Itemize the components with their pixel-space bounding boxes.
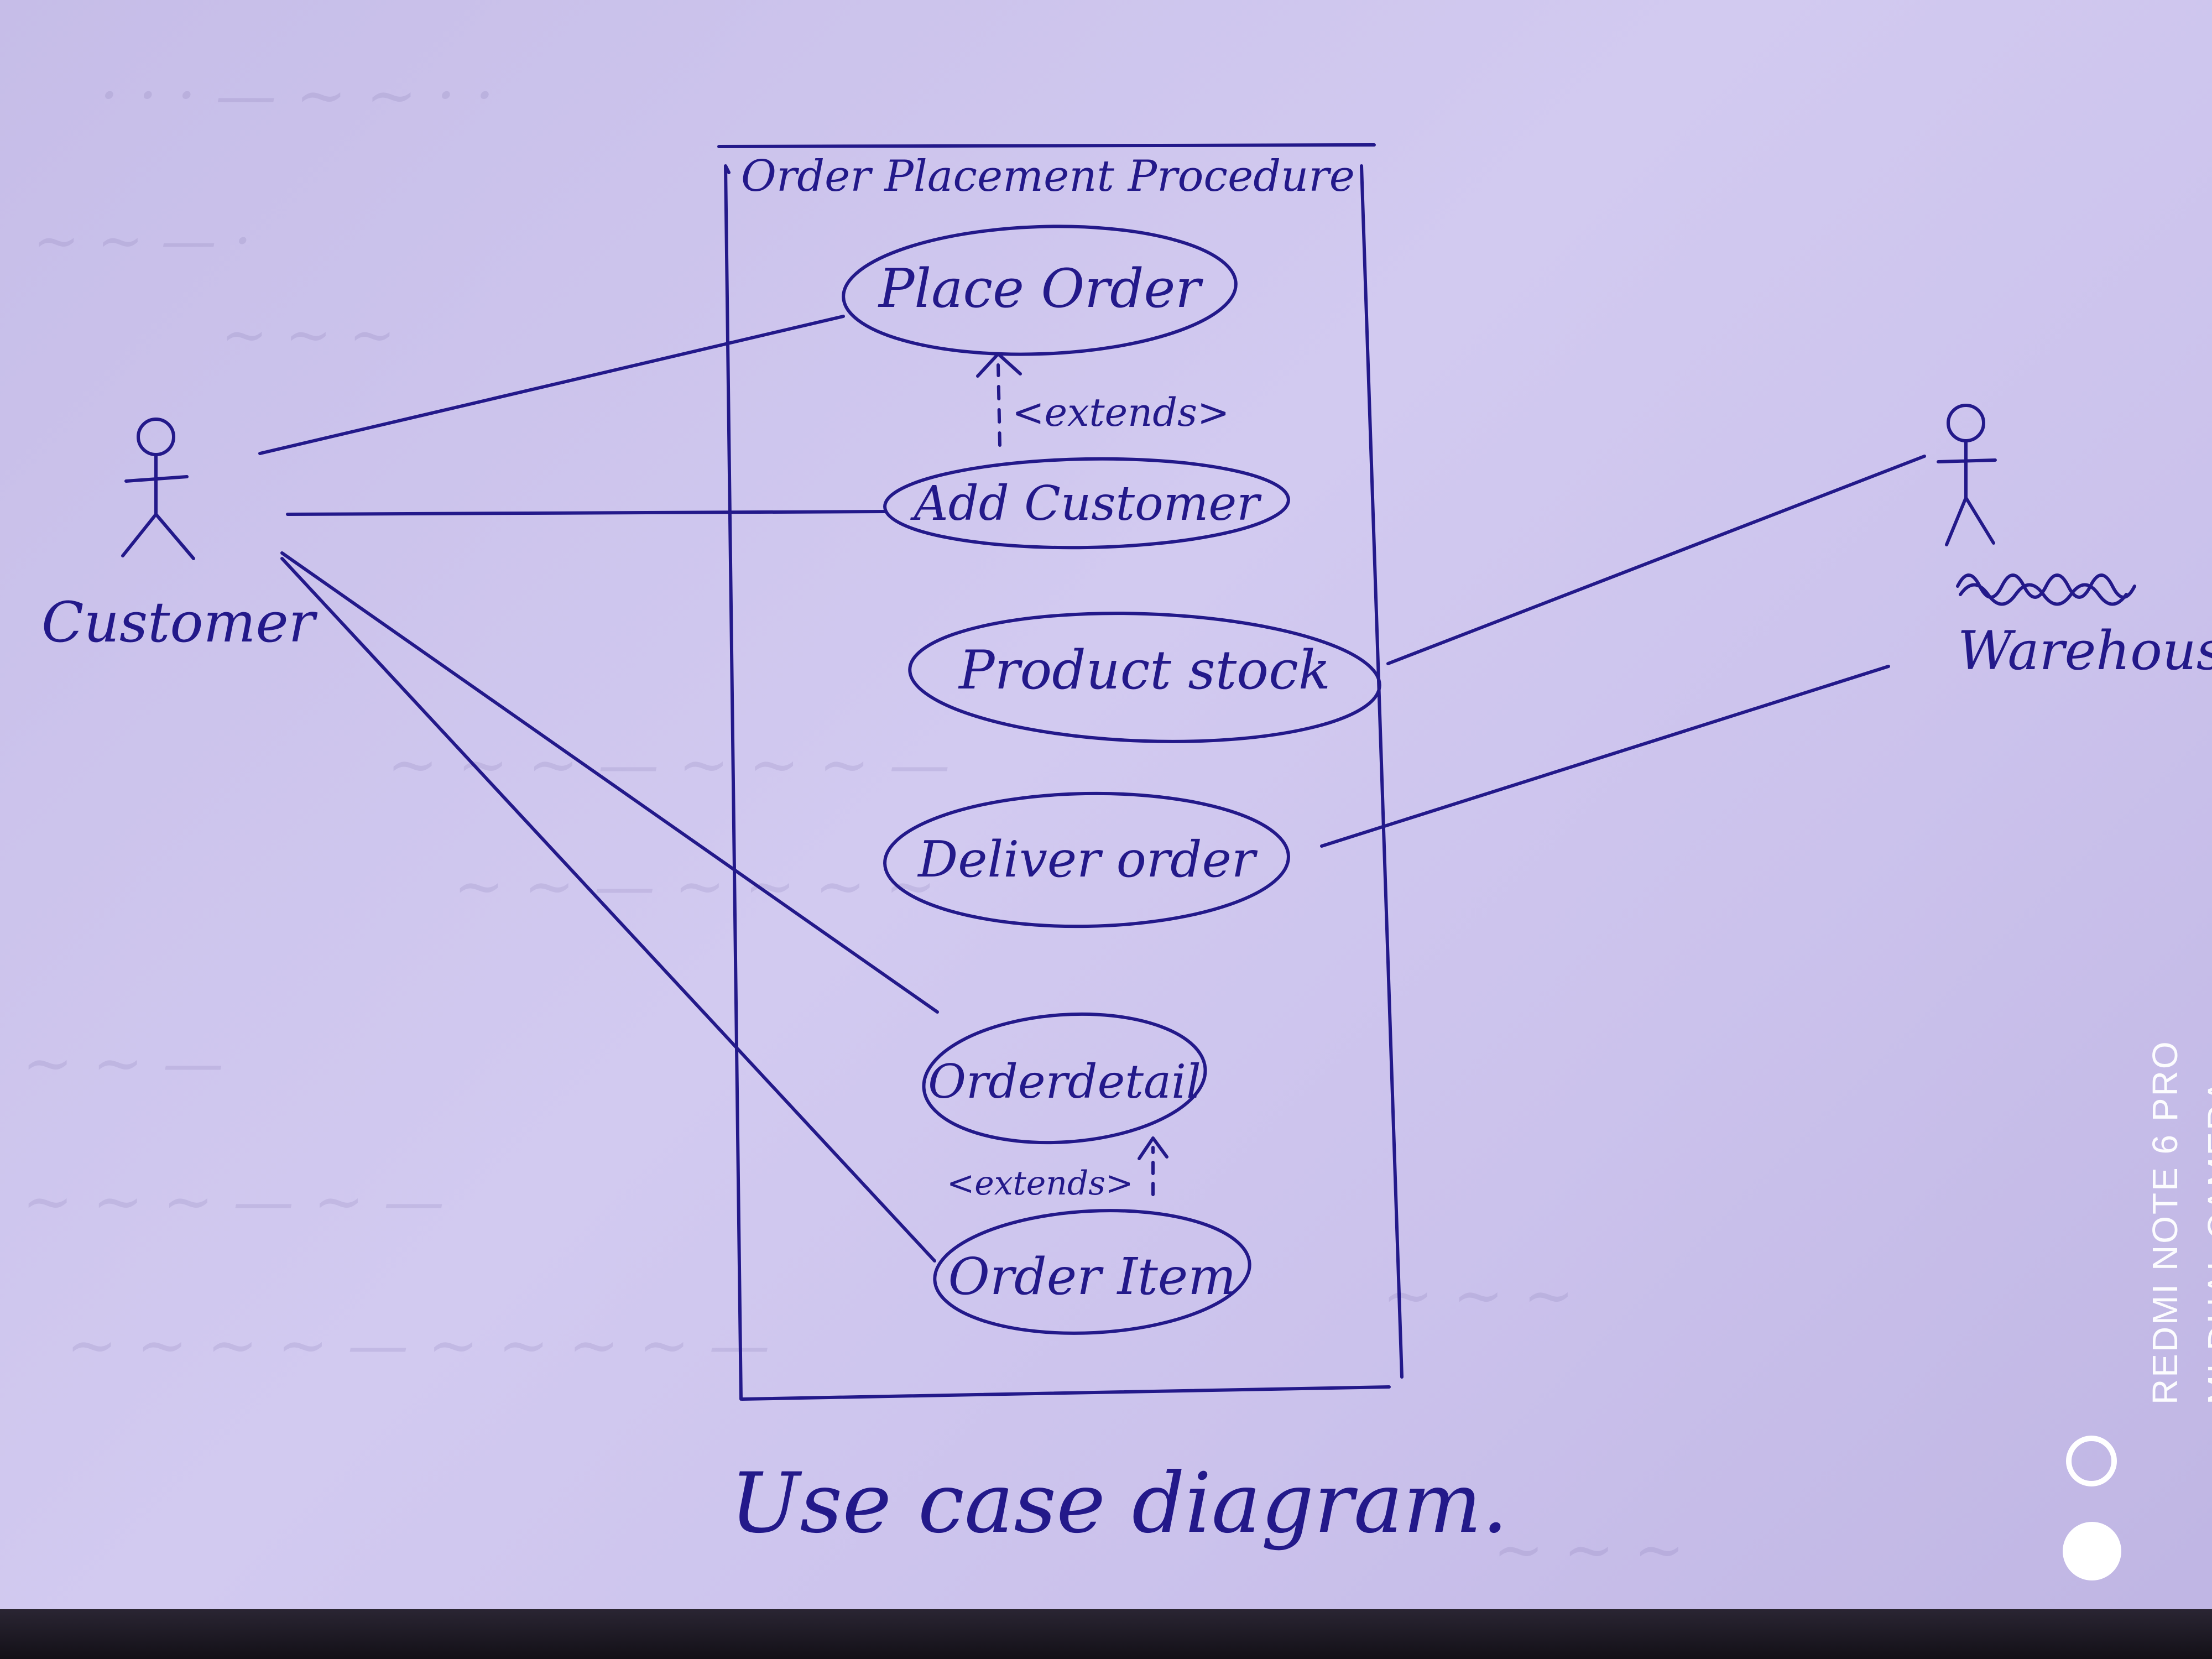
svg-text:~ ~ ~: ~ ~ ~	[1383, 1260, 1574, 1331]
svg-text:~ ~ ~ ~ — ~ ~ ~ ~ —: ~ ~ ~ ~ — ~ ~ ~ ~ —	[66, 1310, 770, 1380]
use-case-order-item-label: Order Item	[948, 1247, 1237, 1306]
association-warehouse-product-stock	[1386, 455, 1926, 665]
camera-watermark: REDMI NOTE 6 PRO MI DUAL CAMERA	[2137, 1040, 2212, 1405]
svg-text:~ ~ — ·: ~ ~ — ·	[33, 208, 252, 273]
svg-text:~ ~ ~ — ~ —: ~ ~ ~ — ~ —	[22, 1166, 445, 1237]
warehouse-actor-label: Warehouse	[1958, 620, 2212, 682]
svg-text:~ ~ ~: ~ ~ ~	[1493, 1514, 1684, 1585]
svg-text:~ ~ —: ~ ~ —	[22, 1027, 223, 1098]
use-case-add-customer-label: Add Customer	[910, 476, 1262, 531]
use-case-order-detail-ellipse	[922, 1012, 1207, 1145]
extends-label-place-order: <extends>	[1012, 390, 1230, 435]
bleed-through-marks: · · · — ~ ~ · · ~ ~ — · ~ ~ ~ ~ ~ ~ — ~ …	[22, 60, 1684, 1585]
system-boundary	[717, 143, 1404, 1401]
system-title: Order Placement Procedure	[741, 152, 1355, 201]
watermark-dot-icon	[2063, 1522, 2121, 1580]
watermark-ring-icon	[2066, 1436, 2117, 1486]
watermark-line-1: REDMI NOTE 6 PRO	[2145, 1040, 2185, 1405]
association-warehouse-deliver-order	[1320, 665, 1890, 848]
use-case-product-stock-label: Product stock	[958, 639, 1331, 701]
use-case-place-order-ellipse	[842, 225, 1238, 356]
customer-actor-label: Customer	[41, 590, 318, 655]
use-case-deliver-order-ellipse	[883, 791, 1290, 928]
svg-text:~ ~ ~: ~ ~ ~	[221, 302, 395, 367]
svg-text:~ ~ ~ — ~ ~ ~ —: ~ ~ ~ — ~ ~ ~ —	[387, 729, 950, 800]
svg-text:· · · — ~ ~ · ·: · · · — ~ ~ · ·	[100, 60, 494, 131]
svg-text:~ ~ — ~ ~ ~ ~: ~ ~ — ~ ~ ~ ~	[453, 851, 936, 921]
association-customer-add-customer	[286, 510, 886, 516]
use-case-place-order-label: Place Order	[878, 258, 1203, 320]
extends-arrow-order-detail	[1138, 1136, 1168, 1196]
use-case-order-detail-label: Orderdetail	[928, 1055, 1201, 1109]
use-case-deliver-order-label: Deliver order	[917, 831, 1258, 889]
use-case-order-item-ellipse	[933, 1209, 1251, 1335]
extends-label-order-detail: <extends>	[947, 1164, 1133, 1203]
extends-arrow-place-order	[976, 352, 1022, 447]
association-customer-order-item	[280, 557, 936, 1262]
use-case-product-stock-ellipse	[908, 612, 1381, 743]
table-surface	[0, 1609, 2212, 1659]
scribbled-out-word	[1956, 573, 2136, 606]
warehouse-actor-figure	[1937, 404, 1997, 546]
customer-actor-figure	[121, 418, 195, 560]
diagram-caption: Use case diagram.	[730, 1455, 1508, 1552]
use-case-add-customer-ellipse	[883, 457, 1290, 550]
watermark-line-2: MI DUAL CAMERA	[2200, 1078, 2212, 1405]
association-customer-place-order	[258, 315, 845, 455]
association-customer-order-detail	[280, 551, 939, 1014]
